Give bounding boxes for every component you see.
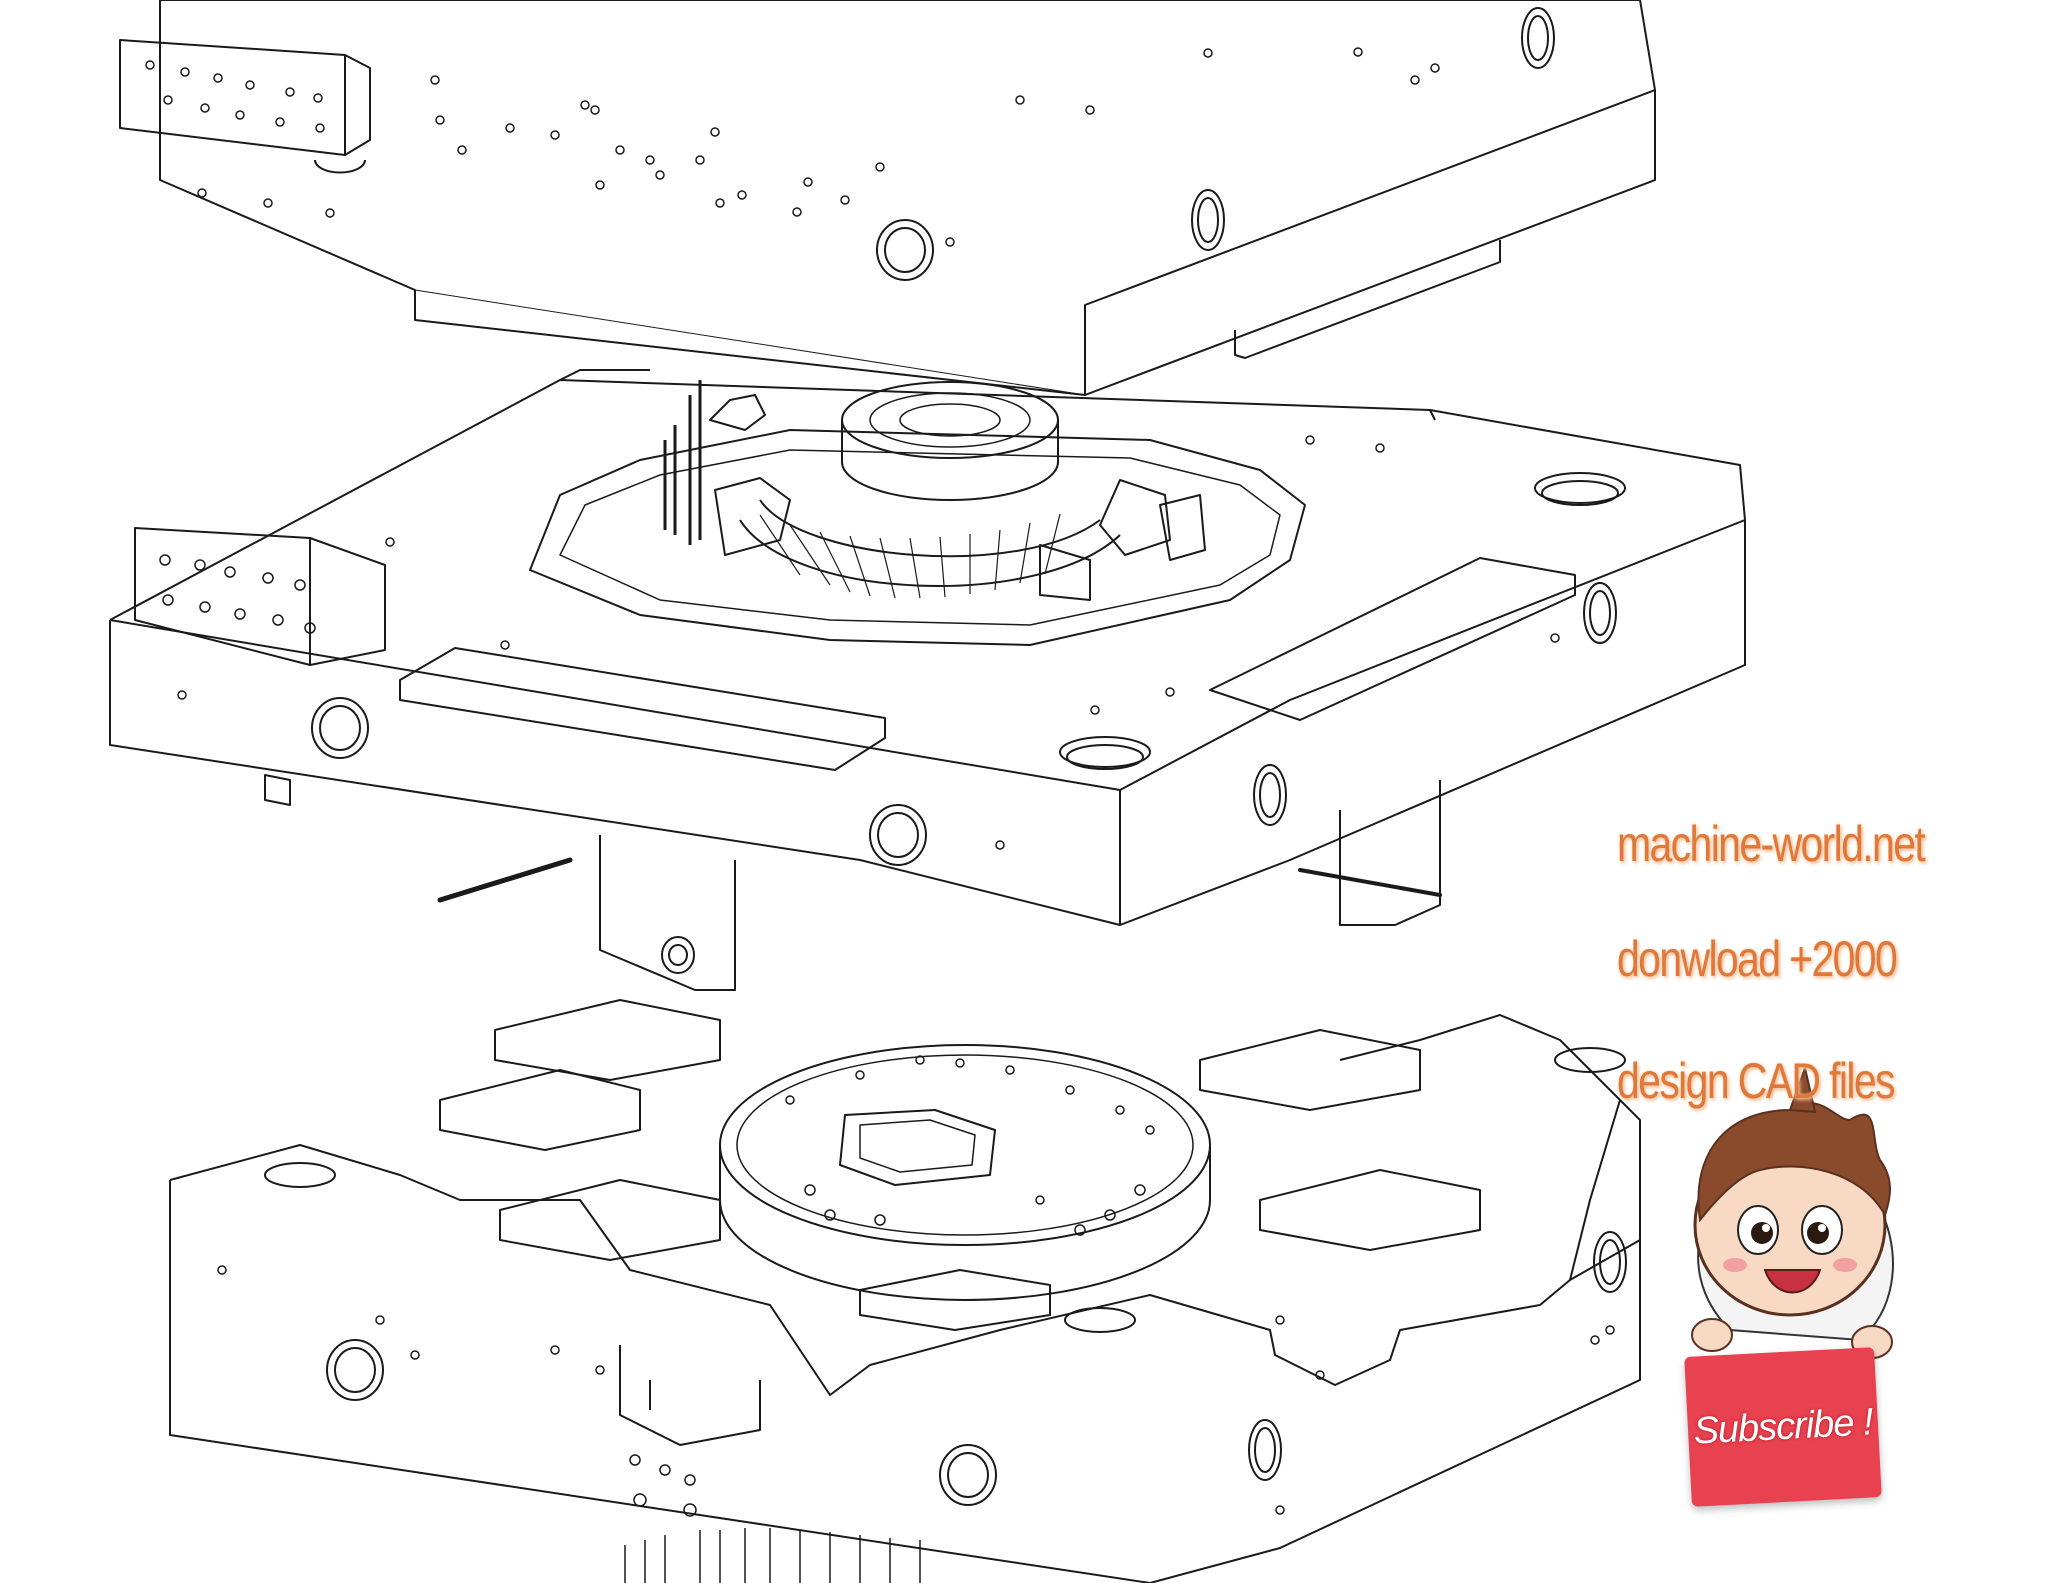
- top-clamp-plate: [119, 0, 1656, 396]
- subscribe-label: Subscribe !: [1692, 1400, 1874, 1453]
- subscribe-button[interactable]: Subscribe !: [1684, 1347, 1882, 1507]
- cavity-plate: [109, 369, 1746, 991]
- core-plate: [169, 999, 1641, 1583]
- promo-website-text: machine-world.net: [1617, 816, 1926, 872]
- cartoon-mascot-icon: [1691, 1064, 1894, 1359]
- core-insert: [529, 380, 1306, 646]
- promo-download-text: donwload +2000: [1617, 931, 1898, 987]
- locating-block-top: [119, 39, 371, 156]
- promo-cad-files-text: design CAD files: [1617, 1053, 1895, 1109]
